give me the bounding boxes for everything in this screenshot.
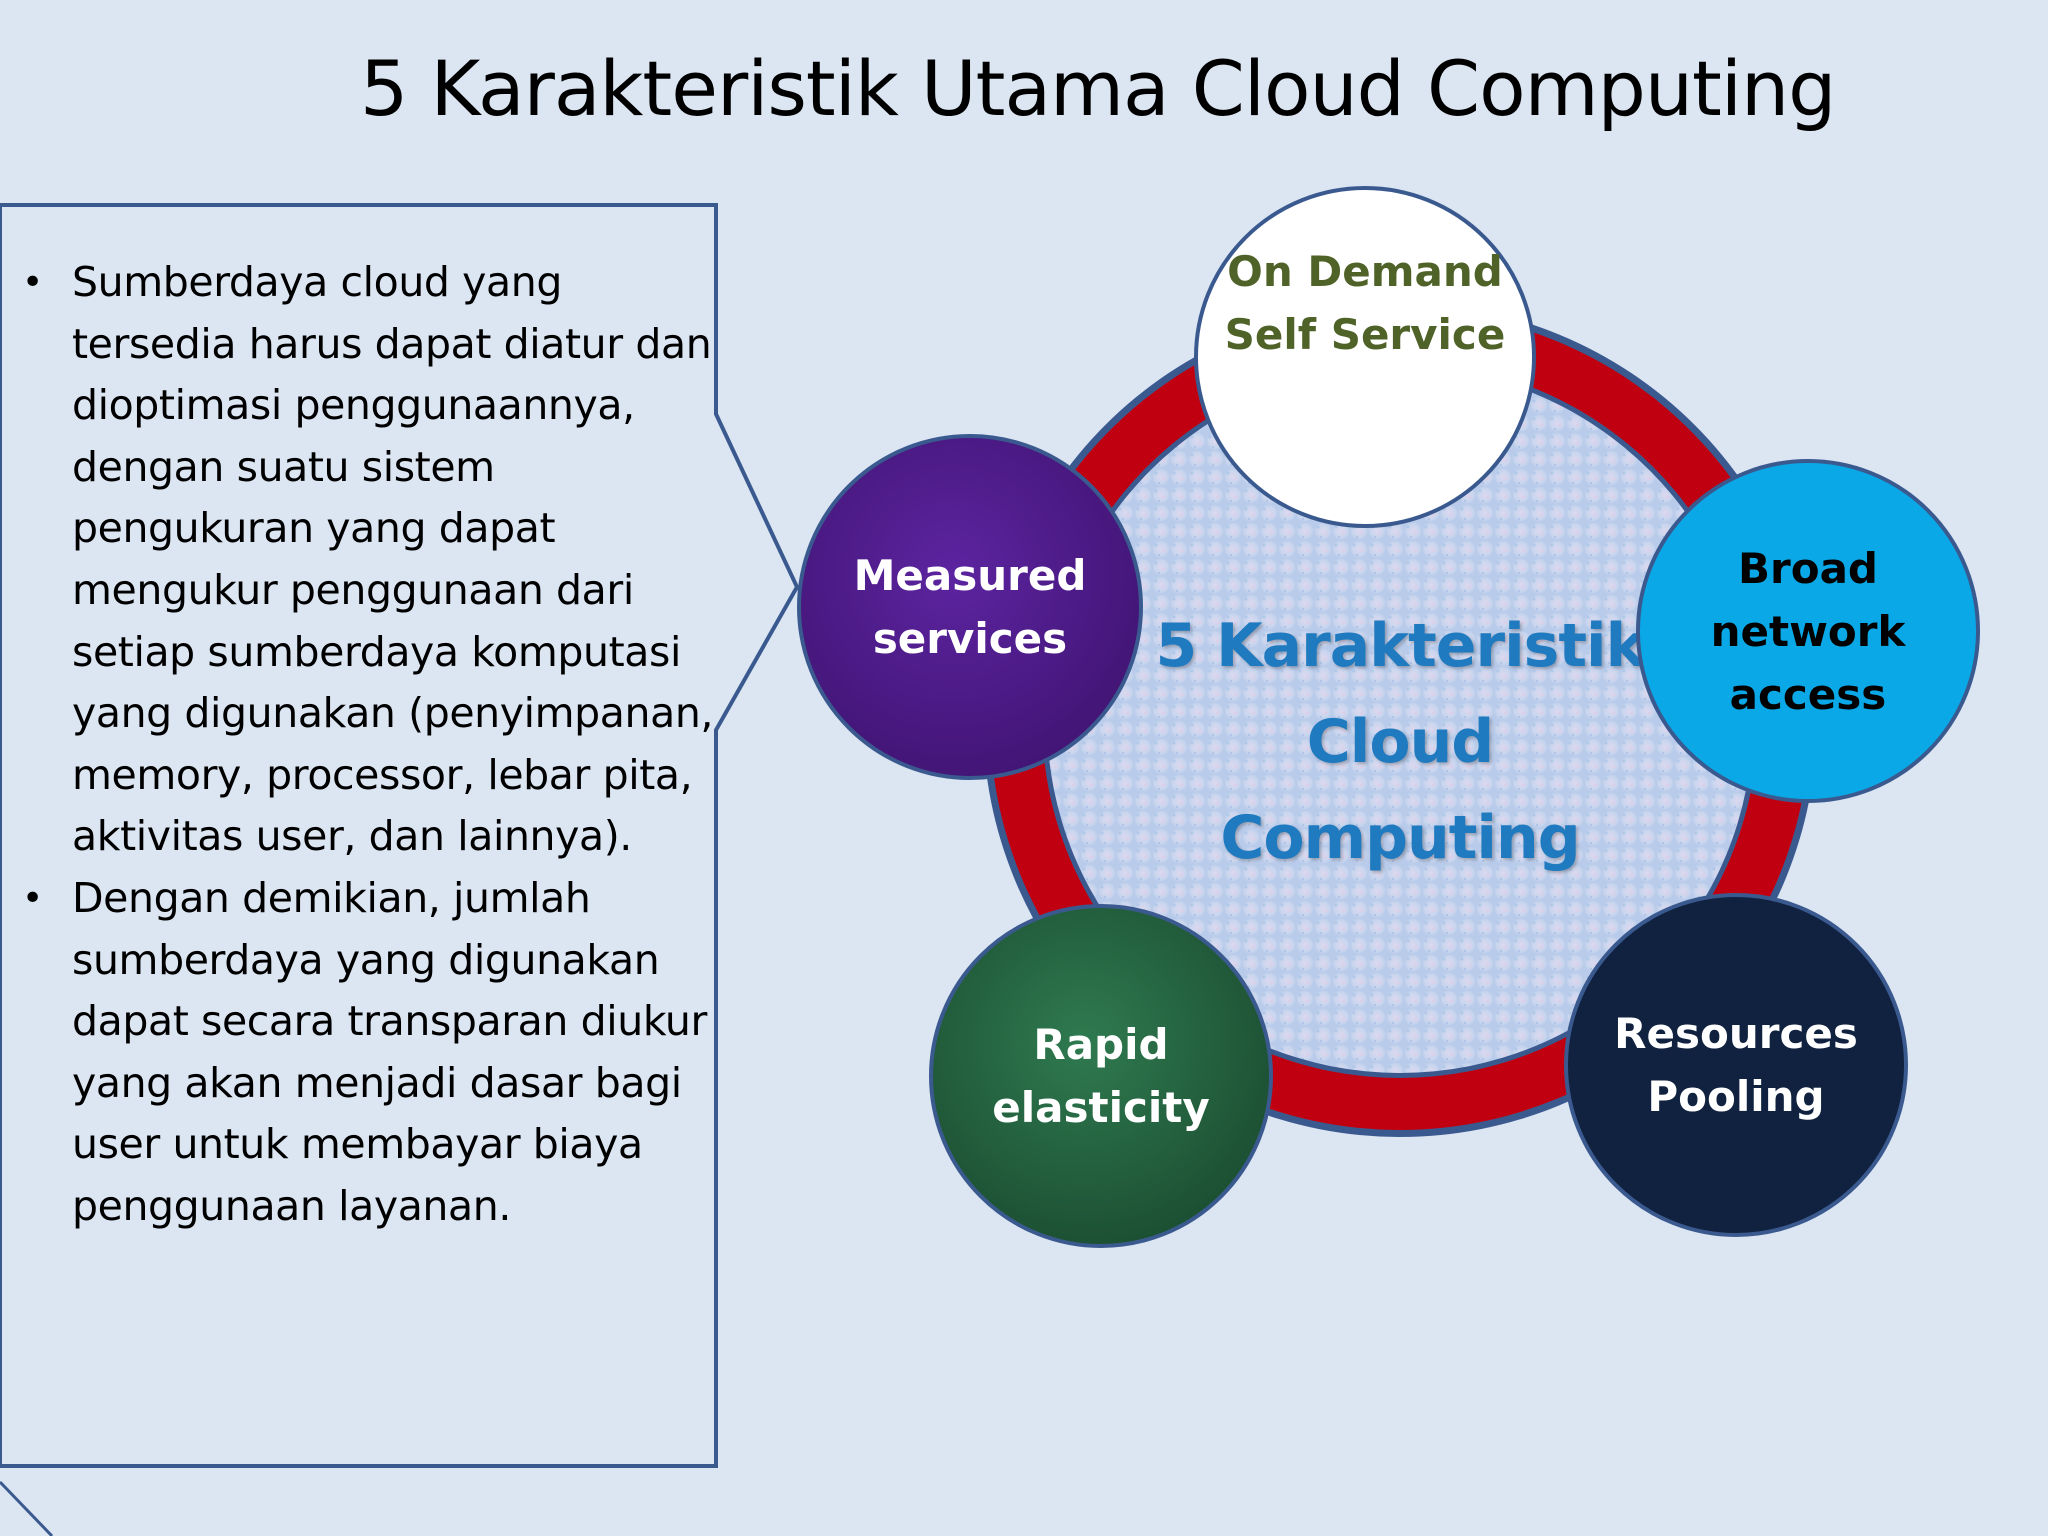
bullet-list: • Sumberdaya cloud yang tersedia harus d…: [22, 252, 722, 1238]
node-on-demand-self-service: On Demand Self Service: [1194, 186, 1536, 528]
node-rapid-elasticity: Rapid elasticity: [929, 904, 1273, 1248]
node-label: Broad network access: [1710, 543, 1906, 719]
center-circle: [1047, 367, 1753, 1073]
bullet-marker: •: [22, 877, 43, 919]
bullet-marker: •: [22, 262, 43, 303]
bullet-text: Dengan demikian, jumlah sumberdaya yang …: [72, 873, 707, 1230]
node-measured-services: Measured services: [797, 434, 1143, 780]
node-resources-pooling: Resources Pooling: [1564, 893, 1908, 1237]
bullet-item: • Sumberdaya cloud yang tersedia harus d…: [22, 252, 722, 868]
center-label: 5 Karakteristik Cloud Computing: [1155, 611, 1646, 873]
bullet-item: • Dengan demikian, jumlah sumberdaya yan…: [22, 868, 722, 1238]
corner-decoration: [0, 1480, 54, 1536]
node-label: Resources Pooling: [1614, 1009, 1858, 1121]
node-label: Rapid elasticity: [992, 1020, 1210, 1132]
node-label: On Demand Self Service: [1224, 247, 1506, 359]
node-broad-network-access: Broad network access: [1636, 459, 1980, 803]
callout-box: [0, 203, 800, 1468]
slide-title: 5 Karakteristik Utama Cloud Computing: [360, 44, 1836, 133]
bullet-text: Sumberdaya cloud yang tersedia harus dap…: [72, 258, 714, 861]
node-label: Measured services: [853, 551, 1087, 663]
